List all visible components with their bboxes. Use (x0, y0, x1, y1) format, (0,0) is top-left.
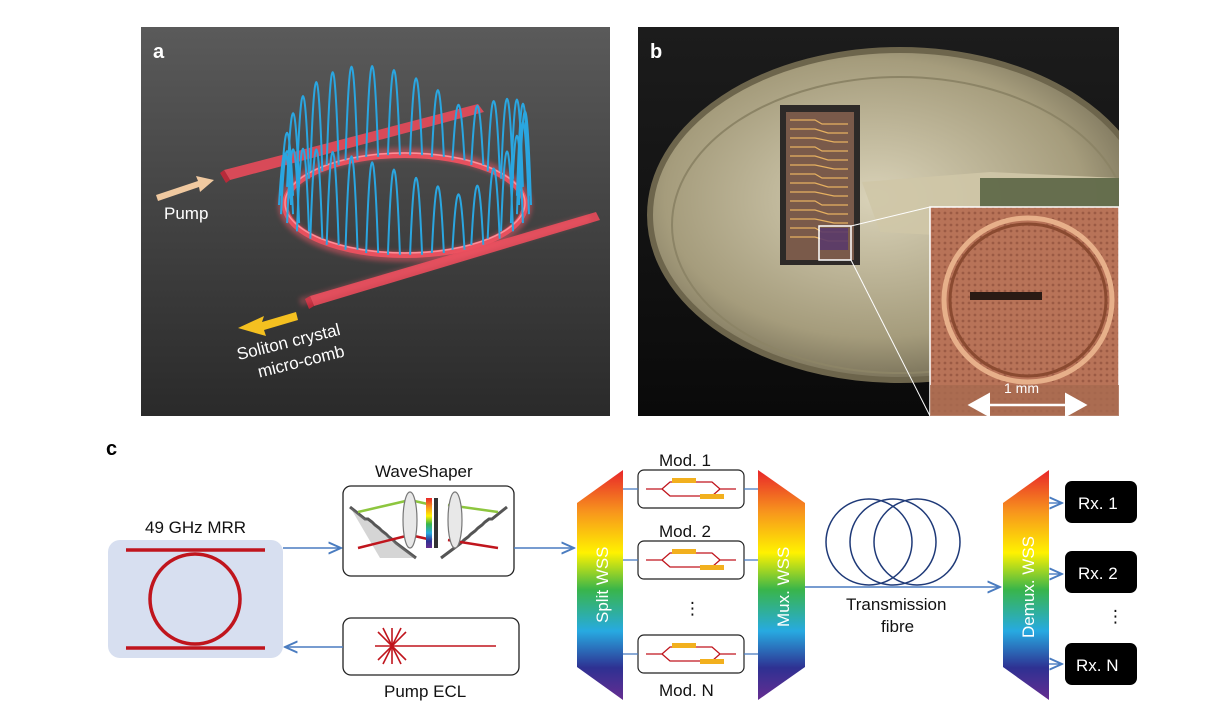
comb-line (509, 134, 524, 224)
comb-spectrum-lines (278, 65, 532, 255)
chip-trace (790, 164, 848, 170)
panel-c-letter: c (106, 438, 117, 460)
chip-trace (790, 137, 848, 143)
electrode (672, 549, 696, 554)
comb-line (486, 99, 501, 172)
mod-label-2: Mod. 2 (659, 522, 711, 541)
chip-trace (790, 155, 848, 161)
rx-1-box (1065, 481, 1137, 523)
fibre-label-line1: Transmission (846, 595, 946, 614)
panel-b-letter: b (650, 41, 662, 63)
mrr-ring (148, 552, 242, 646)
pump-arrow (156, 176, 214, 201)
pump-label: Pump (164, 204, 208, 223)
mod-label-1: Mod. 1 (659, 451, 711, 470)
transmission-fibre-coils (825, 498, 961, 586)
zoom-box (818, 225, 852, 261)
rx-2-label: Rx. 2 (1078, 564, 1118, 583)
mrr-label: 49 GHz MRR (145, 518, 246, 537)
waveshaper-label: WaveShaper (375, 462, 473, 481)
rx-n-box (1065, 643, 1137, 685)
electrode (700, 659, 724, 664)
rx-n-label: Rx. N (1076, 656, 1119, 675)
chip-trace (790, 200, 848, 206)
comb-line (470, 105, 485, 166)
output-arrow (238, 312, 298, 336)
comb-line (486, 167, 501, 239)
comb-line (409, 77, 424, 156)
chip-trace (790, 146, 848, 152)
modulator-3 (623, 634, 758, 674)
chip-trace (790, 173, 848, 179)
modulator-group (623, 469, 758, 674)
comb-line (309, 148, 324, 239)
comb-line (325, 71, 340, 166)
comb-line (500, 150, 515, 232)
laser-star-icon (375, 627, 410, 665)
comb-line (344, 65, 359, 161)
comb-line (365, 65, 380, 157)
mux-wss-label: Mux. WSS (774, 547, 793, 627)
comb-line (309, 80, 324, 172)
demux-wss (1003, 470, 1049, 700)
pump-ecl-label: Pump ECL (384, 682, 466, 701)
comb-line (295, 95, 310, 179)
chip-trace (790, 119, 848, 125)
comb-line (278, 152, 292, 206)
scale-label: 1 mm (1004, 380, 1039, 396)
split-wss (577, 470, 623, 700)
panel-c: c 49 GHz MRR WaveShaper (106, 438, 1137, 701)
panel-a-letter: a (153, 41, 165, 63)
comb-line (451, 104, 466, 161)
comb-line (365, 161, 380, 254)
comb-line (344, 155, 359, 250)
comb-line (509, 98, 524, 187)
rx-1-label: Rx. 1 (1078, 494, 1118, 513)
rx-2-box (1065, 551, 1137, 593)
comb-line (430, 185, 445, 254)
comb-line (500, 98, 515, 179)
rx-ellipsis: ⋮ (1107, 607, 1124, 626)
electrode (700, 494, 724, 499)
comb-line (386, 168, 401, 255)
panel-a: a Pump Soliton crystal micro-comb (141, 27, 610, 416)
mux-wss (758, 470, 805, 700)
chip-trace (790, 191, 848, 197)
modulator-2 (623, 540, 758, 580)
panel-b: 1 mm b (638, 27, 1119, 416)
comb-line (280, 150, 295, 215)
comb-line (386, 68, 401, 156)
comb-line (280, 131, 295, 196)
ring-inset (929, 206, 1119, 416)
fibre-label-line2: fibre (881, 617, 914, 636)
electrode (672, 643, 696, 648)
output-waveguide (298, 212, 600, 309)
modulator-1 (623, 469, 758, 509)
chip-trace (790, 218, 848, 224)
split-wss-label: Split WSS (593, 546, 612, 623)
comb-line (286, 148, 301, 224)
comb-line (409, 177, 424, 255)
comb-line (430, 89, 445, 157)
comb-line (451, 193, 466, 250)
mod-label-n: Mod. N (659, 681, 714, 700)
mrr-box (108, 540, 283, 658)
mod-ellipsis: ⋮ (684, 599, 701, 618)
photonic-chip (780, 105, 860, 265)
chip-trace (790, 128, 848, 134)
electrode (700, 565, 724, 570)
comb-line (470, 184, 485, 245)
waveshaper-optics (349, 491, 508, 560)
electrode (672, 478, 696, 483)
demux-wss-label: Demux. WSS (1019, 536, 1038, 638)
chip-trace (790, 209, 848, 215)
comb-line (515, 102, 530, 196)
comb-line (325, 150, 340, 245)
chip-trace (790, 182, 848, 188)
